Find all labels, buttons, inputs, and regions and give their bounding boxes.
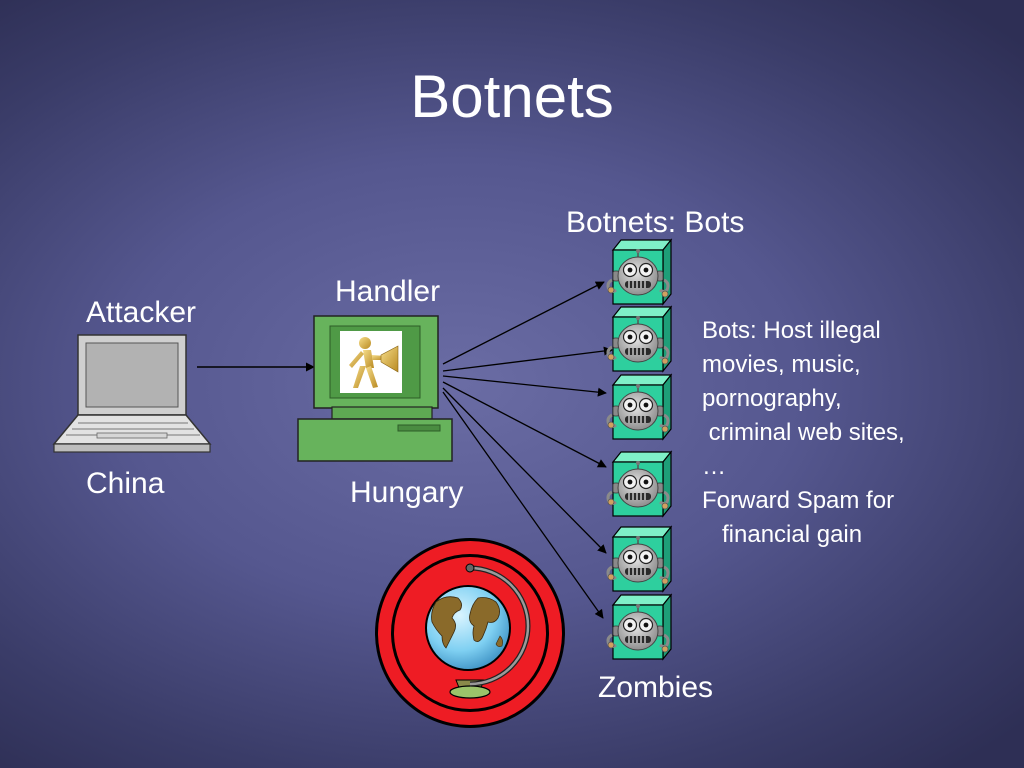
arrow-to-bot-4 xyxy=(442,381,607,468)
note-line: Forward Spam for xyxy=(702,487,895,514)
robot-cube-icon xyxy=(606,238,673,306)
megaphone-figure-icon xyxy=(340,331,402,393)
arrow-to-bot-5 xyxy=(442,387,607,554)
arrow-to-bot-6 xyxy=(442,391,604,619)
robot-cube-icon xyxy=(606,450,673,518)
attacker-label: Attacker xyxy=(86,296,197,329)
globe-icon xyxy=(375,538,565,728)
robot-cube-icon xyxy=(606,593,673,661)
attacker-location-label: China xyxy=(86,467,165,500)
robot-cube-icon xyxy=(606,305,673,373)
note-line: … xyxy=(702,453,726,480)
note-line: financial gain xyxy=(702,521,863,548)
note-line: Bots: Host illegal xyxy=(702,317,881,344)
note-line: pornography, xyxy=(702,385,842,412)
note-line: criminal web sites, xyxy=(702,419,905,446)
laptop-icon xyxy=(52,334,212,453)
arrow-to-bot-3 xyxy=(442,375,607,397)
note-line: movies, music, xyxy=(702,351,861,378)
zombies-label: Zombies xyxy=(598,671,714,704)
bot-activities-notes: Bots: Host illegal movies, music, pornog… xyxy=(702,314,905,552)
arrows-handler-to-bots xyxy=(442,281,613,619)
robot-cube-icon xyxy=(606,373,673,441)
slide-title: Botnets xyxy=(410,63,614,130)
robot-cube-icon xyxy=(606,525,673,593)
handler-label: Handler xyxy=(335,275,441,308)
arrow-to-bot-2 xyxy=(442,346,613,372)
bots-header-label: Botnets: Bots xyxy=(566,206,745,239)
handler-location-label: Hungary xyxy=(350,476,464,509)
arrow-to-bot-1 xyxy=(442,281,605,365)
